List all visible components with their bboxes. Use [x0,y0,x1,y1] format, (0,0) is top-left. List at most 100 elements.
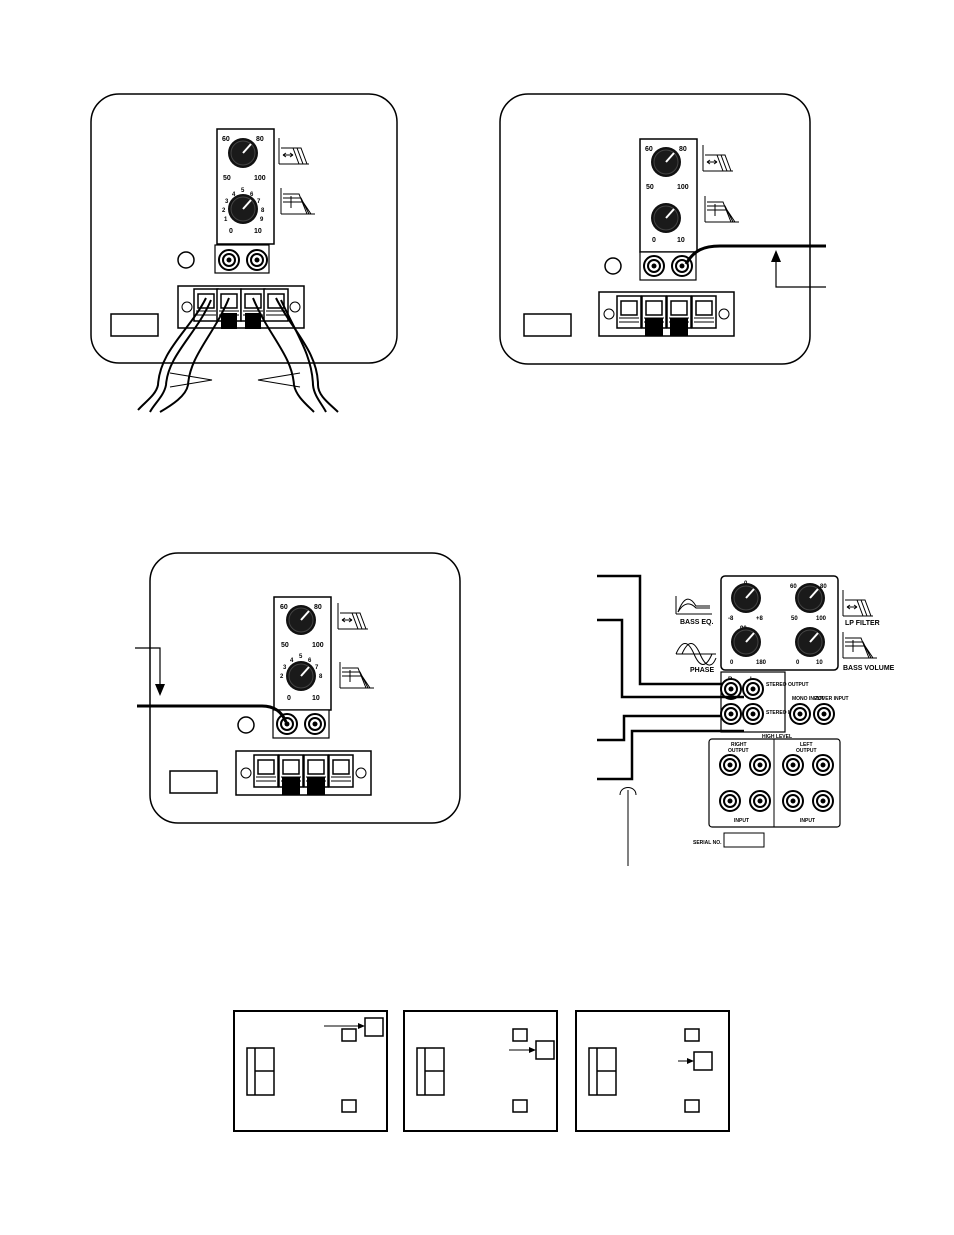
panel-b-terminal-4[interactable] [691,295,717,329]
panel-d-bass-volume-knob[interactable] [794,626,826,658]
panel-d-left-input-label: INPUT [800,818,815,824]
panel-d-phase-knob[interactable] [730,626,762,658]
panel-a-break-mark-left [169,372,213,388]
panel-d-bass-eq-max: +8 [756,616,764,622]
panel-d-stereo-output-l-jack[interactable] [742,678,764,700]
panel-b-input-cable [684,244,826,265]
panel-a-screw-right [289,301,301,313]
panel-c-knob1-top-left: 60 [280,604,288,611]
panel-d-high-right-in-1[interactable] [719,790,741,812]
thumbnail-3-indicator-top [684,1028,700,1042]
panel-d: 0 -8 +8 60 80 50 100 90 0 180 0 10 BASS … [597,574,895,866]
panel-a-jack-right[interactable] [246,249,268,271]
panel-b-jack-left[interactable] [643,255,665,277]
panel-b-callout-arrow [771,250,781,262]
thumbnail-2-indicator-top [512,1028,528,1042]
panel-c-callout-line [135,647,161,688]
panel-d-high-level-label: HIGH LEVEL [762,734,792,740]
thumbnail-3-indicator-bottom [684,1099,700,1113]
panel-d-stereo-input-r-jack[interactable] [720,703,742,725]
panel-d-bracket [619,787,637,796]
panel-d-high-left-in-1[interactable] [782,790,804,812]
thumbnail-3-callout-box [693,1051,713,1071]
panel-c-knob1-top-right: 80 [314,604,322,611]
panel-c-terminal-1[interactable] [253,754,279,788]
panel-a-power-led [177,251,195,269]
panel-b-knob1-bottom-right: 100 [677,184,689,191]
thumbnail-2-indicator-bottom [512,1099,528,1113]
panel-d-stereo-input-label: STEREO INPUT [766,710,803,716]
panel-c-scale-4: 4 [290,658,294,664]
panel-d-bass-eq-icon [675,596,712,615]
panel-a-scale-3: 3 [225,199,229,205]
panel-d-right-label: RIGHT [731,742,747,748]
panel-d-bass-eq-min: -8 [728,616,734,622]
thumbnail-3 [575,1010,730,1132]
panel-d-high-right-out-1[interactable] [719,754,741,776]
panel-c-scale-8: 8 [319,674,323,680]
panel-b-terminal-1[interactable] [616,295,642,329]
panel-b-bass-volume-knob[interactable] [650,202,682,234]
thumbnail-2 [403,1010,558,1132]
panel-a-scale-9: 9 [260,217,264,223]
panel-a-scale-1: 1 [224,217,228,223]
panel-a-knob2-bottom-left: 0 [229,228,233,235]
panel-d-high-left-out-2[interactable] [812,754,834,776]
thumbnail-1-indicator-top [341,1028,357,1042]
panel-d-bass-eq-label: BASS EQ. [680,619,714,626]
panel-a-knob1-top-left: 60 [222,136,230,143]
panel-d-right-output-label: OUTPUT [728,748,749,754]
panel-d-high-right-in-2[interactable] [749,790,771,812]
panel-d-right-input-label: INPUT [734,818,749,824]
panel-d-lp-filter-knob[interactable] [794,582,826,614]
panel-d-lp-filter-label: LP FILTER [845,620,880,627]
panel-c-knob1-bottom-left: 50 [281,642,289,649]
panel-d-high-left-in-2[interactable] [812,790,834,812]
panel-d-serial-no-label: SERIAL NO. [693,840,722,846]
panel-d-zover-input-label: ZOVER INPUT [815,696,849,702]
panel-d-bass-volume-icon [842,631,878,659]
panel-c: 60 80 50 100 4 5 6 3 7 2 8 0 10 [135,552,461,824]
panel-d-phase-icon [675,643,717,666]
panel-a-scale-7: 7 [257,199,261,205]
panel-a: 60 80 50 100 4 5 6 3 7 2 8 1 9 0 10 [90,93,398,413]
panel-a-screw-left [181,301,193,313]
panel-a-lp-filter-knob[interactable] [227,137,259,169]
panel-a-knob2-bottom-right: 10 [254,228,262,235]
panel-d-high-left-out-1[interactable] [782,754,804,776]
panel-a-terminal-1[interactable] [193,288,219,322]
panel-d-bass-eq-knob[interactable] [730,582,762,614]
panel-d-lp-top-right: 80 [820,584,827,590]
panel-d-phase-max: 180 [756,660,767,666]
panel-d-left-label: LEFT [800,742,813,748]
panel-c-jack-left[interactable] [276,713,298,735]
panel-b-screw-left [603,308,615,320]
panel-b-knob1-top-left: 60 [645,146,653,153]
panel-c-scale-7: 7 [315,665,319,671]
panel-b-lp-filter-knob[interactable] [650,146,682,178]
panel-b: 60 80 50 100 0 10 [499,93,826,365]
panel-c-jack-right[interactable] [304,713,326,735]
panel-c-scale-2: 2 [280,674,284,680]
panel-a-knob1-bottom-left: 50 [223,175,231,182]
panel-d-bass-volume-label: BASS VOLUME [843,665,895,672]
panel-d-phase-label: PHASE [690,667,714,674]
panel-c-input-cable [137,704,288,723]
panel-d-mono-input-label: MONO INPUT [792,696,824,702]
panel-d-phase-min: 0 [730,660,734,666]
thumbnail-1-indicator-bottom [341,1099,357,1113]
panel-d-zover-input-jack[interactable] [813,703,835,725]
panel-d-high-right-out-2[interactable] [749,754,771,776]
panel-d-left-output-label: OUTPUT [796,748,817,754]
panel-d-serial-no-box [723,832,765,848]
panel-a-jack-left[interactable] [218,249,240,271]
panel-d-stereo-input-l-jack[interactable] [742,703,764,725]
panel-d-lp-filter-icon [842,589,874,617]
panel-b-power-led [604,257,622,275]
panel-c-bass-volume-knob[interactable] [285,660,317,692]
panel-a-scale-5: 5 [241,188,245,194]
panel-c-terminal-4[interactable] [328,754,354,788]
panel-c-lp-filter-knob[interactable] [285,604,317,636]
panel-d-mono-input-jack[interactable] [789,703,811,725]
panel-a-bass-volume-knob[interactable] [227,193,259,225]
